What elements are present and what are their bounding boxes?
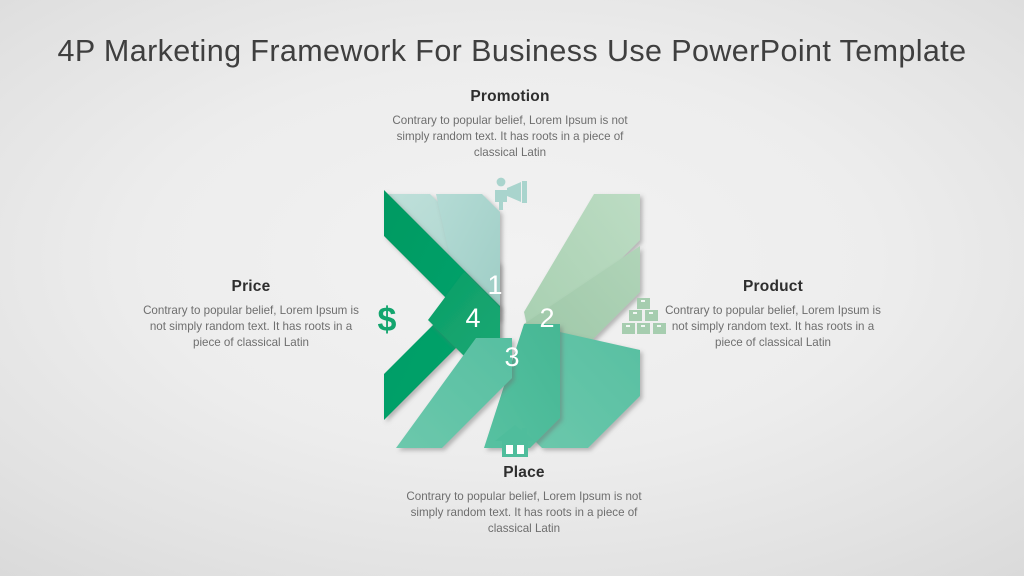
- quadrant-heading-promotion: Promotion: [470, 88, 550, 105]
- segment-place-lower-left: [396, 338, 512, 448]
- page-title: 4P Marketing Framework For Business Use …: [57, 34, 967, 68]
- segment-number-4: 4: [465, 303, 480, 333]
- segment-number-3: 3: [504, 342, 519, 372]
- house-icon: [494, 424, 536, 458]
- four-p-x-diagram: 1 2 3 4: [364, 172, 660, 464]
- stacked-boxes-icon: [622, 298, 666, 336]
- quadrant-text-product: Product Contrary to popular belief, Lore…: [662, 278, 884, 352]
- quadrant-body-promotion: Contrary to popular belief, Lorem Ipsum …: [392, 114, 628, 160]
- dollar-sign-icon: $: [371, 298, 403, 338]
- segment-price-outer: [384, 190, 500, 420]
- quadrant-text-promotion: Promotion Contrary to popular belief, Lo…: [382, 88, 638, 162]
- segment-promotion-inner: [436, 194, 500, 320]
- quadrant-body-place: Contrary to popular belief, Lorem Ipsum …: [406, 490, 642, 536]
- svg-text:$: $: [378, 301, 397, 338]
- quadrant-body-price: Contrary to popular belief, Lorem Ipsum …: [143, 304, 359, 350]
- quadrant-body-product: Contrary to popular belief, Lorem Ipsum …: [665, 304, 881, 350]
- segment-number-2: 2: [539, 303, 554, 333]
- quadrant-heading-place: Place: [503, 464, 545, 481]
- quadrant-text-place: Place Contrary to popular belief, Lorem …: [396, 464, 652, 538]
- quadrant-heading-product: Product: [743, 278, 803, 295]
- segment-price-inner: [428, 272, 500, 356]
- segment-place-inner: [484, 324, 560, 448]
- megaphone-person-icon: [492, 176, 536, 210]
- quadrant-heading-price: Price: [231, 278, 271, 295]
- segment-number-1: 1: [487, 270, 502, 300]
- quadrant-text-price: Price Contrary to popular belief, Lorem …: [140, 278, 362, 352]
